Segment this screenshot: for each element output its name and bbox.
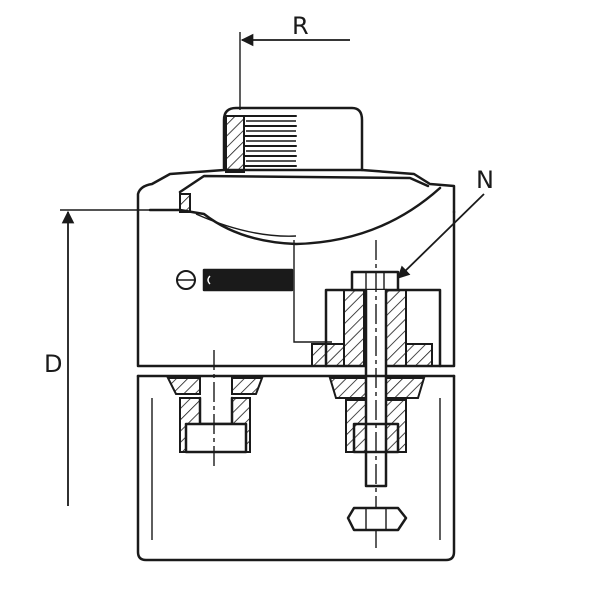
right-socket [328,377,426,454]
label-r: R [292,12,309,40]
hex-nut [346,506,408,532]
left-socket [166,350,264,470]
pin-rod [176,268,294,292]
threaded-boss [222,106,364,173]
lower-body [136,350,456,562]
internal-threads [225,115,297,173]
label-d: D [44,350,62,378]
seal-band [311,343,433,367]
callout-n: N [397,166,494,279]
dimension-r: R [239,12,350,110]
upper-shoulder [136,168,456,246]
label-n: N [476,166,494,194]
dimension-d: D [44,209,180,506]
